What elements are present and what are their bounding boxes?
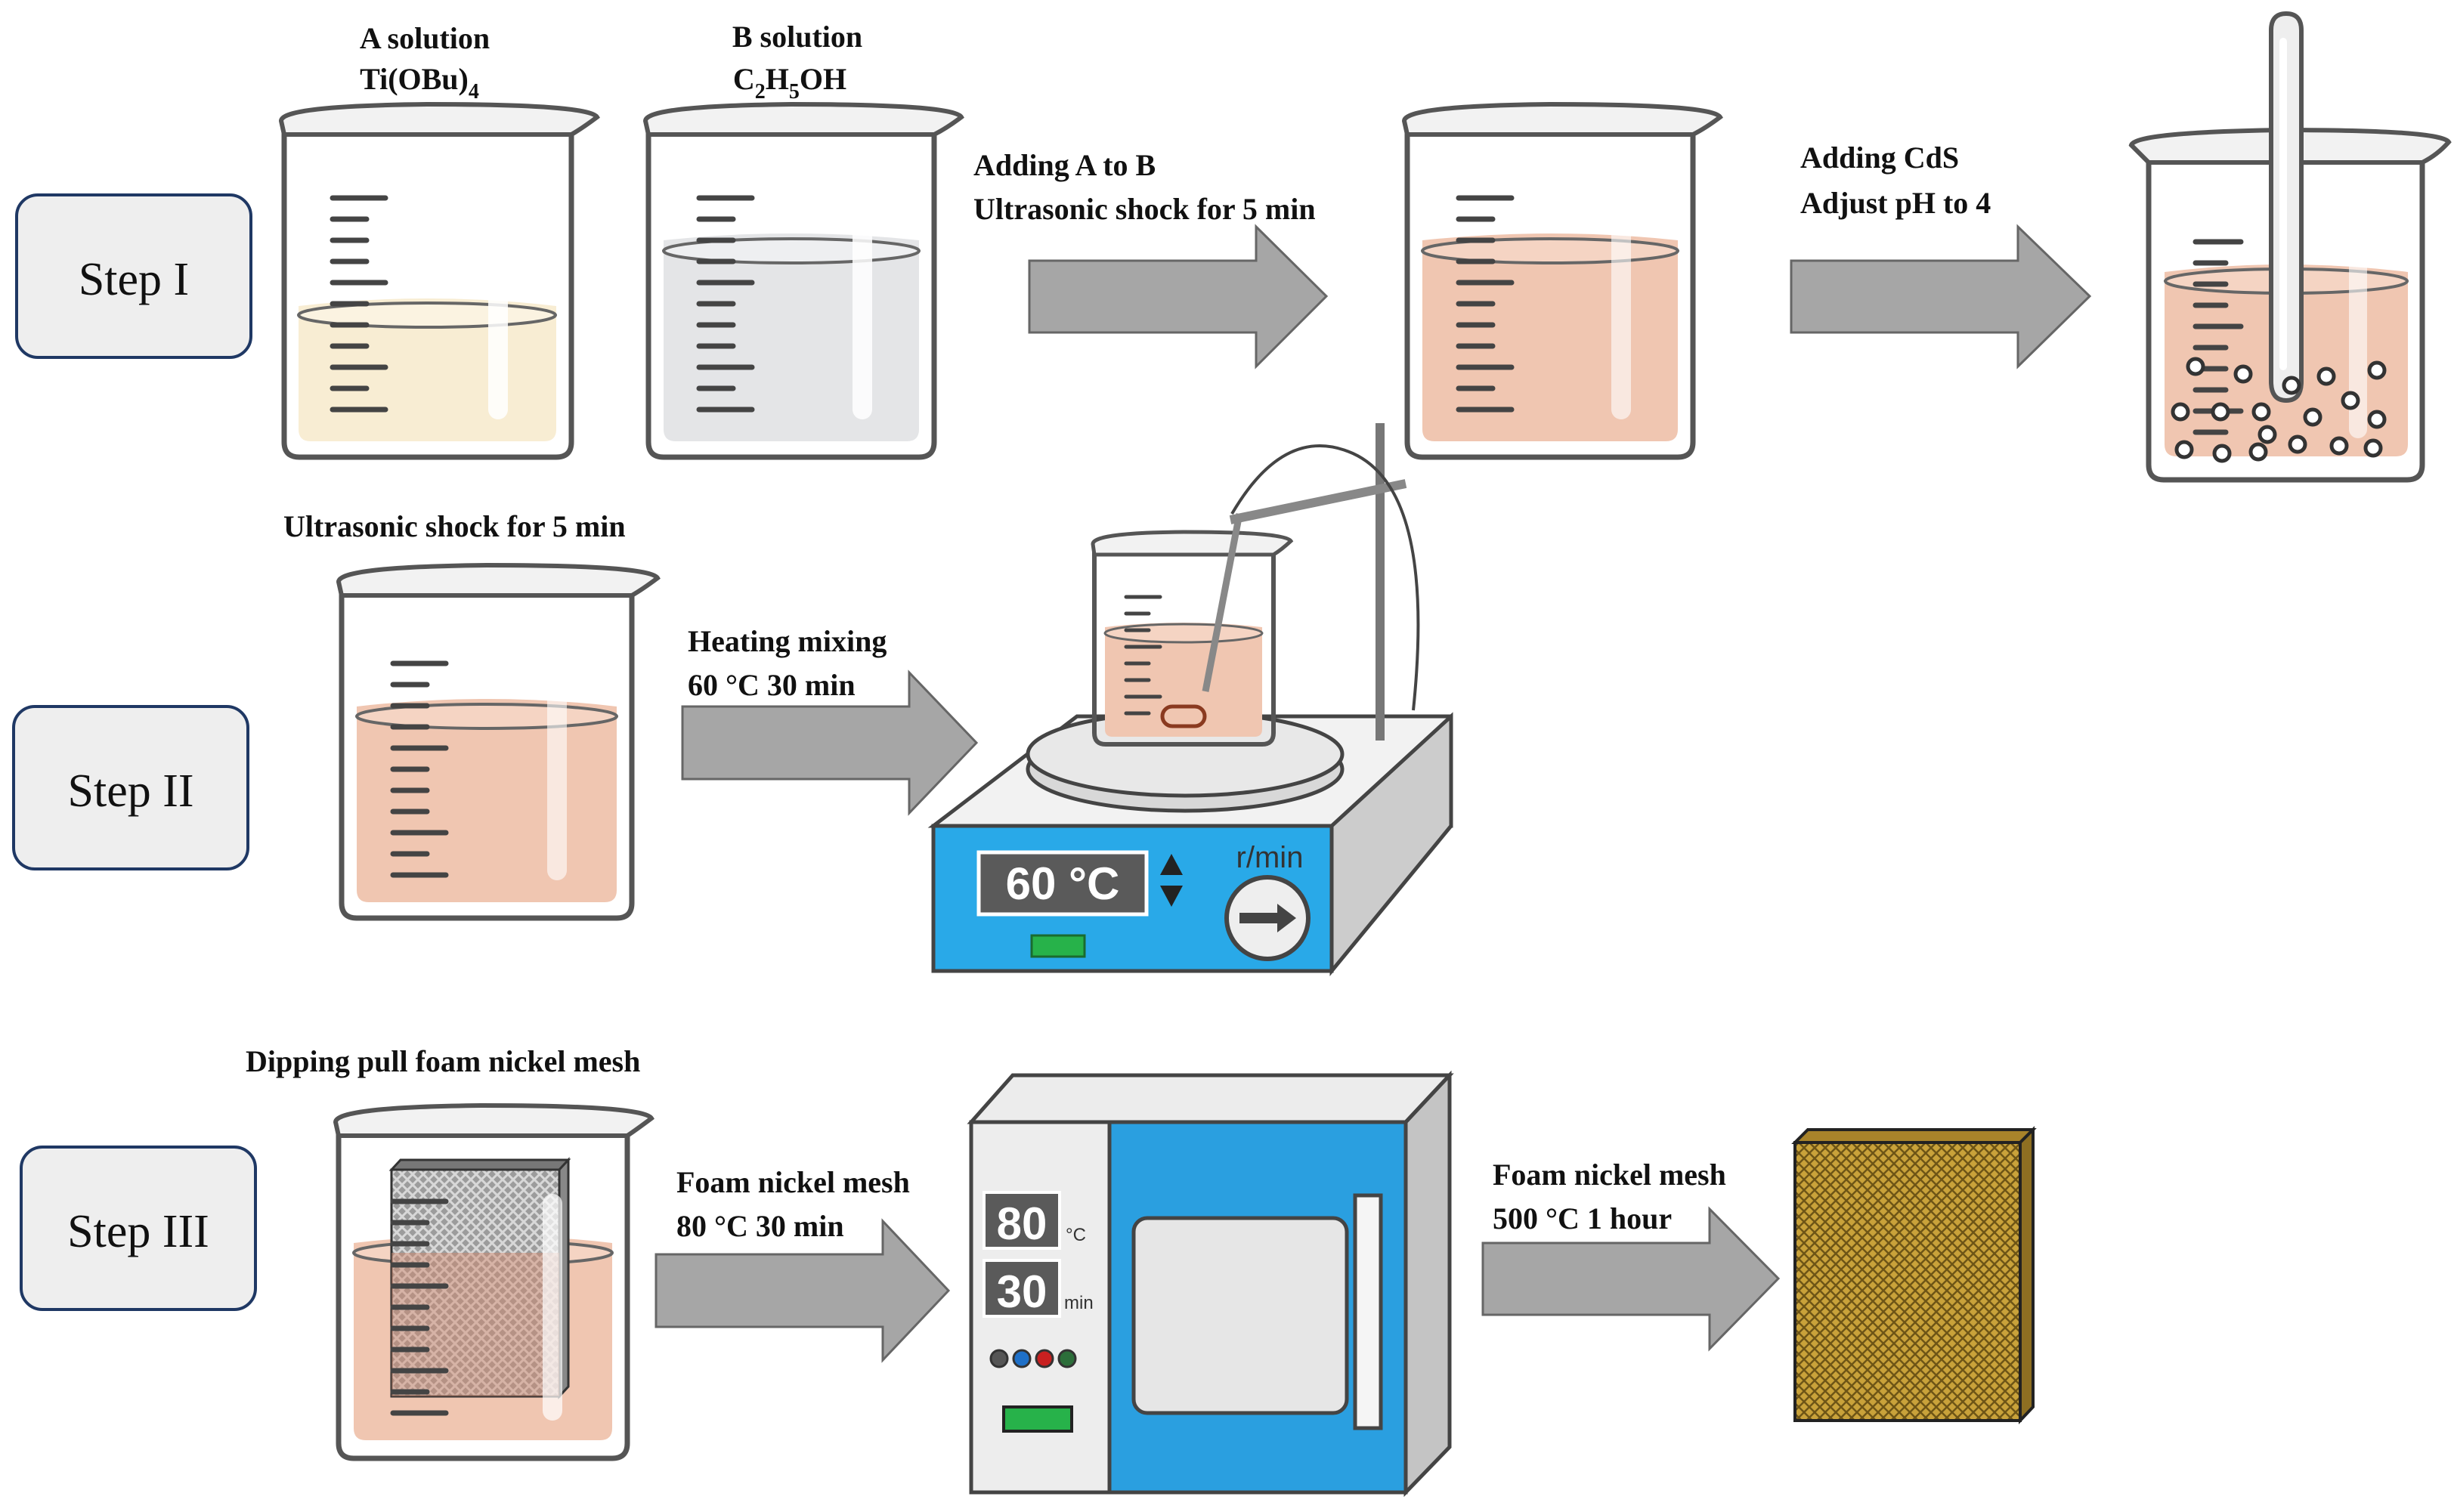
step-1-box: Step I <box>15 193 252 359</box>
b-formula: C2H5OH <box>733 62 846 104</box>
beaker-b <box>642 101 964 460</box>
step-3-label: Step III <box>67 1206 209 1257</box>
foam-1-label: Foam nickel mesh <box>676 1165 910 1199</box>
oven-knob-2[interactable] <box>1012 1349 1032 1368</box>
step-2-box: Step II <box>12 705 249 870</box>
arrow-4 <box>655 1218 951 1363</box>
stirrer-temp-display: 60 °C <box>1006 858 1120 909</box>
beaker-dipping <box>333 1102 655 1461</box>
step-3-box: Step III <box>20 1146 257 1311</box>
foam-2-label: Foam nickel mesh <box>1493 1158 1726 1192</box>
speed-dial-icon[interactable] <box>1224 875 1311 961</box>
ultrasonic-1-label: Ultrasonic shock for 5 min <box>973 192 1316 226</box>
heating-cond-label: 60 °C 30 min <box>688 668 856 702</box>
temp-up-icon[interactable] <box>1160 854 1183 875</box>
beaker-a <box>278 101 600 460</box>
arrow-1 <box>1028 224 1329 369</box>
a-formula: Ti(OBu)4 <box>360 62 479 104</box>
drying-oven: 80 °C 30 min <box>967 1070 1454 1498</box>
adjust-ph-label: Adjust pH to 4 <box>1800 186 1991 220</box>
arrow-2 <box>1790 224 2092 369</box>
oven-temp-display: 80 <box>997 1198 1048 1249</box>
heating-mixing-label: Heating mixing <box>688 624 887 658</box>
step-1-label: Step I <box>79 254 189 305</box>
beaker-mixed <box>1401 101 1723 460</box>
magnetic-stirrer: 60 °C r/min <box>927 423 1453 976</box>
beaker-cds <box>2128 11 2452 483</box>
beaker-step2 <box>336 562 661 921</box>
speed-label: r/min <box>1236 841 1304 874</box>
foam-1-cond-label: 80 °C 30 min <box>676 1209 844 1243</box>
oven-time-unit: min <box>1064 1293 1094 1313</box>
step-2-label: Step II <box>67 765 193 817</box>
adding-cds-label: Adding CdS <box>1800 141 1959 175</box>
a-solution-label: A solution <box>360 21 490 55</box>
oven-knob-3[interactable] <box>1035 1349 1054 1368</box>
oven-knob-4[interactable] <box>1057 1349 1077 1368</box>
nickel-mesh-dipped <box>388 1157 571 1399</box>
arrow-5 <box>1481 1206 1781 1352</box>
ultrasonic-2-label: Ultrasonic shock for 5 min <box>283 509 626 543</box>
nickel-foam-final <box>1791 1126 2037 1425</box>
dipping-label: Dipping pull foam nickel mesh <box>246 1044 640 1078</box>
adding-a-to-b-label: Adding A to B <box>973 148 1156 182</box>
arrow-3 <box>681 669 979 816</box>
oven-power-indicator <box>1002 1405 1073 1433</box>
oven-time-display: 30 <box>997 1266 1048 1317</box>
oven-knob-1[interactable] <box>989 1349 1009 1368</box>
temp-down-icon[interactable] <box>1160 886 1183 907</box>
power-indicator <box>1030 934 1086 958</box>
oven-temp-unit: °C <box>1066 1225 1086 1245</box>
foam-2-cond-label: 500 °C 1 hour <box>1493 1201 1672 1235</box>
b-solution-label: B solution <box>732 20 862 54</box>
